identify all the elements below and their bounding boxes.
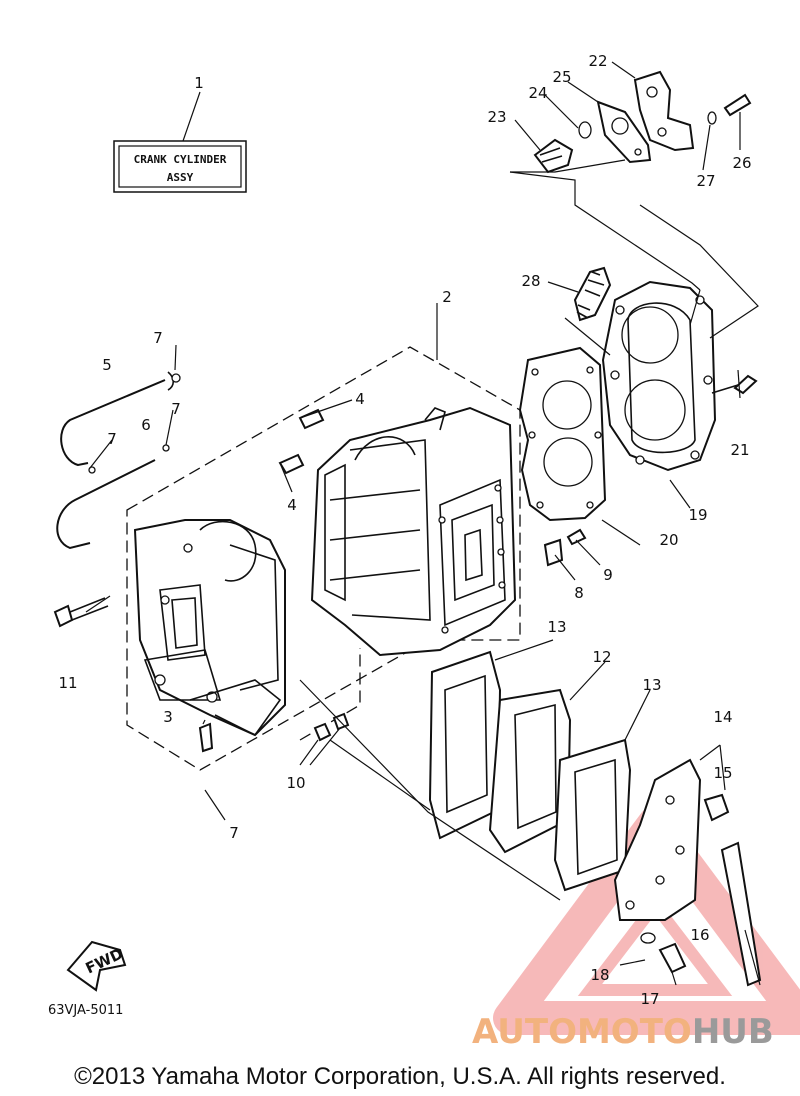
- callout-28: 28: [521, 272, 540, 290]
- callout-15: 15: [713, 764, 732, 782]
- spark-plug: [547, 266, 612, 356]
- watermark-part-b: HUB: [691, 1012, 774, 1052]
- callout-7a: 7: [153, 329, 163, 347]
- callout-25: 25: [552, 68, 571, 86]
- diagram-reference-code: 63VJA-5011: [48, 1003, 124, 1018]
- fwd-arrow: FWD: [66, 940, 127, 992]
- cylinder-head: [601, 280, 717, 472]
- thermostat-parts: [509, 70, 759, 339]
- callout-7d: 7: [229, 824, 239, 842]
- leader-lines: [85, 61, 761, 986]
- callout-5: 5: [102, 356, 112, 374]
- callout-13b: 13: [642, 676, 661, 694]
- callout-13a: 13: [547, 618, 566, 636]
- copyright-footer: ©2013 Yamaha Motor Corporation, U.S.A. A…: [74, 1063, 726, 1090]
- callout-6: 6: [141, 416, 151, 434]
- callout-23: 23: [487, 108, 506, 126]
- callout-10: 10: [286, 774, 305, 792]
- callout-4a: 4: [355, 390, 365, 408]
- callout-numbers: 1 2 3 4 4 5 6 7 7 7 7 8 9 10 11 12 13 13…: [58, 52, 751, 1008]
- fasteners: [53, 374, 758, 753]
- callout-22: 22: [588, 52, 607, 70]
- callout-1: 1: [194, 74, 204, 92]
- callout-7b: 7: [171, 400, 181, 418]
- hoses: [56, 371, 181, 550]
- callout-11: 11: [58, 674, 77, 692]
- callout-7c: 7: [107, 430, 117, 448]
- watermark-triangle: [493, 806, 800, 1035]
- exhaust-gaskets: [299, 650, 702, 921]
- callout-2: 2: [442, 288, 452, 306]
- title-box-line1: CRANK CYLINDER: [134, 153, 227, 166]
- callout-4b: 4: [287, 496, 297, 514]
- callout-8: 8: [574, 584, 584, 602]
- callout-14: 14: [713, 708, 732, 726]
- callout-26: 26: [732, 154, 751, 172]
- callout-27: 27: [696, 172, 715, 190]
- callout-20: 20: [659, 531, 678, 549]
- callout-3: 3: [163, 708, 173, 726]
- callout-9: 9: [603, 566, 613, 584]
- crank-cylinder-assy-box: CRANK CYLINDER ASSY: [113, 91, 247, 193]
- callout-17: 17: [640, 990, 659, 1008]
- watermark-part-a: AUTOMOTO: [472, 1012, 692, 1052]
- title-box-line2: ASSY: [167, 171, 194, 184]
- callout-24: 24: [528, 84, 547, 102]
- callout-12: 12: [592, 648, 611, 666]
- cylinder-block: [310, 406, 517, 657]
- head-gasket: [518, 346, 607, 522]
- crankcase: [133, 519, 286, 737]
- callout-16: 16: [690, 926, 709, 944]
- callout-19: 19: [688, 506, 707, 524]
- callout-18: 18: [590, 966, 609, 984]
- callout-21: 21: [730, 441, 749, 459]
- watermark-logo: AUTOMOTOHUB: [472, 1012, 774, 1052]
